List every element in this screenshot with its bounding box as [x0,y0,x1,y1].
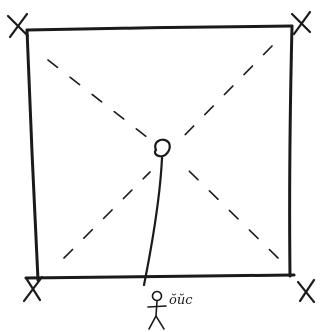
diagonal-top-right [178,46,272,142]
x-mark-icon-top-right [292,12,310,34]
x-mark-icon-bottom-left [24,277,42,301]
room-outline [26,26,294,280]
diagonal-top-left [48,60,148,138]
person-label: ŏŭc [169,293,193,308]
diagonal-bottom-right [184,166,278,258]
diagonal-lines [48,46,278,258]
x-mark-icon-bottom-right [298,280,314,302]
circle-icon [155,140,170,157]
sightline [144,158,162,285]
stick-figure-icon [148,292,166,330]
x-mark-icon-top-left [8,14,28,37]
diagonal-bottom-left [64,172,150,258]
